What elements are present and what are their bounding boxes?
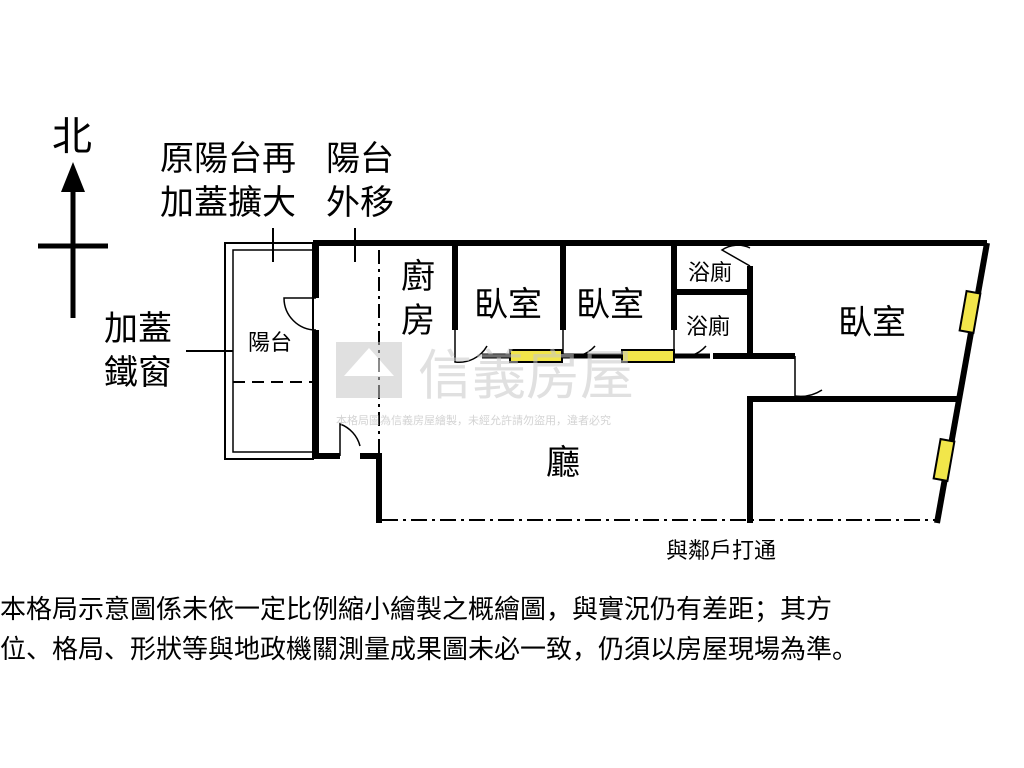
room-label-bathroom-2: 浴廁 [686,315,730,340]
annotation-neighbor-connected: 與鄰戶打通 [666,539,776,564]
north-label: 北 [52,114,92,160]
room-label-living-room: 廳 [546,443,580,483]
doors [283,244,823,456]
window-master-bedroom [958,289,982,335]
door-entry [339,422,361,456]
door-bedroom-1 [562,330,596,358]
annotation-balcony-moved-1: 陽台 [326,139,394,179]
window-living-room [932,437,956,483]
room-label-bedroom-3: 臥室 [838,303,906,343]
walls [313,240,990,524]
annotation-balcony-moved-2: 外移 [326,183,394,223]
watermark: 信義房屋 本格局圖為信義房屋繪製，未經允許請勿盜用，違者必究 [336,342,634,427]
door-bathroom-1 [720,244,751,267]
interior-windows [482,349,710,363]
annotation-iron-window-2: 鐵窗 [104,353,172,393]
room-label-kitchen-2: 房 [401,301,435,341]
disclaimer-line-1: 本格局示意圖係未依一定比例縮小繪製之概繪圖，與實況仍有差距；其方 [0,595,833,625]
door-balcony [283,297,317,331]
room-label-bedroom-1: 臥室 [474,285,542,325]
door-kitchen [454,330,488,364]
watermark-notice: 本格局圖為信義房屋繪製，未經允許請勿盜用，違者必究 [336,413,611,427]
door-master-bedroom [794,356,823,398]
room-label-bathroom-1: 浴廁 [688,261,732,286]
annotation-balcony-enlarged-1: 原陽台再 [160,139,296,179]
window-bedroom-1-top [509,349,563,363]
disclaimer-line-2: 位、格局、形狀等與地政機關測量成果圖未必一致，仍須以房屋現場為準。 [0,635,859,665]
annotation-iron-window-1: 加蓋 [104,309,172,349]
room-label-bedroom-2: 臥室 [576,285,644,325]
enclosed-balcony: 陽台 [224,242,314,460]
exterior-windows [932,289,982,483]
watermark-logo-roof [344,348,394,376]
north-arrow-icon [61,162,85,192]
room-label-balcony: 陽台 [248,331,292,356]
annotation-balcony-enlarged-2: 加蓋擴大 [160,183,296,223]
disclaimer: 本格局示意圖係未依一定比例縮小繪製之概繪圖，與實況仍有差距；其方 位、格局、形狀… [0,590,1024,670]
room-label-kitchen-1: 廚 [401,257,435,297]
north-compass: 北 [38,114,108,318]
watermark-brand: 信義房屋 [418,344,634,407]
door-bedroom-2 [673,330,707,358]
